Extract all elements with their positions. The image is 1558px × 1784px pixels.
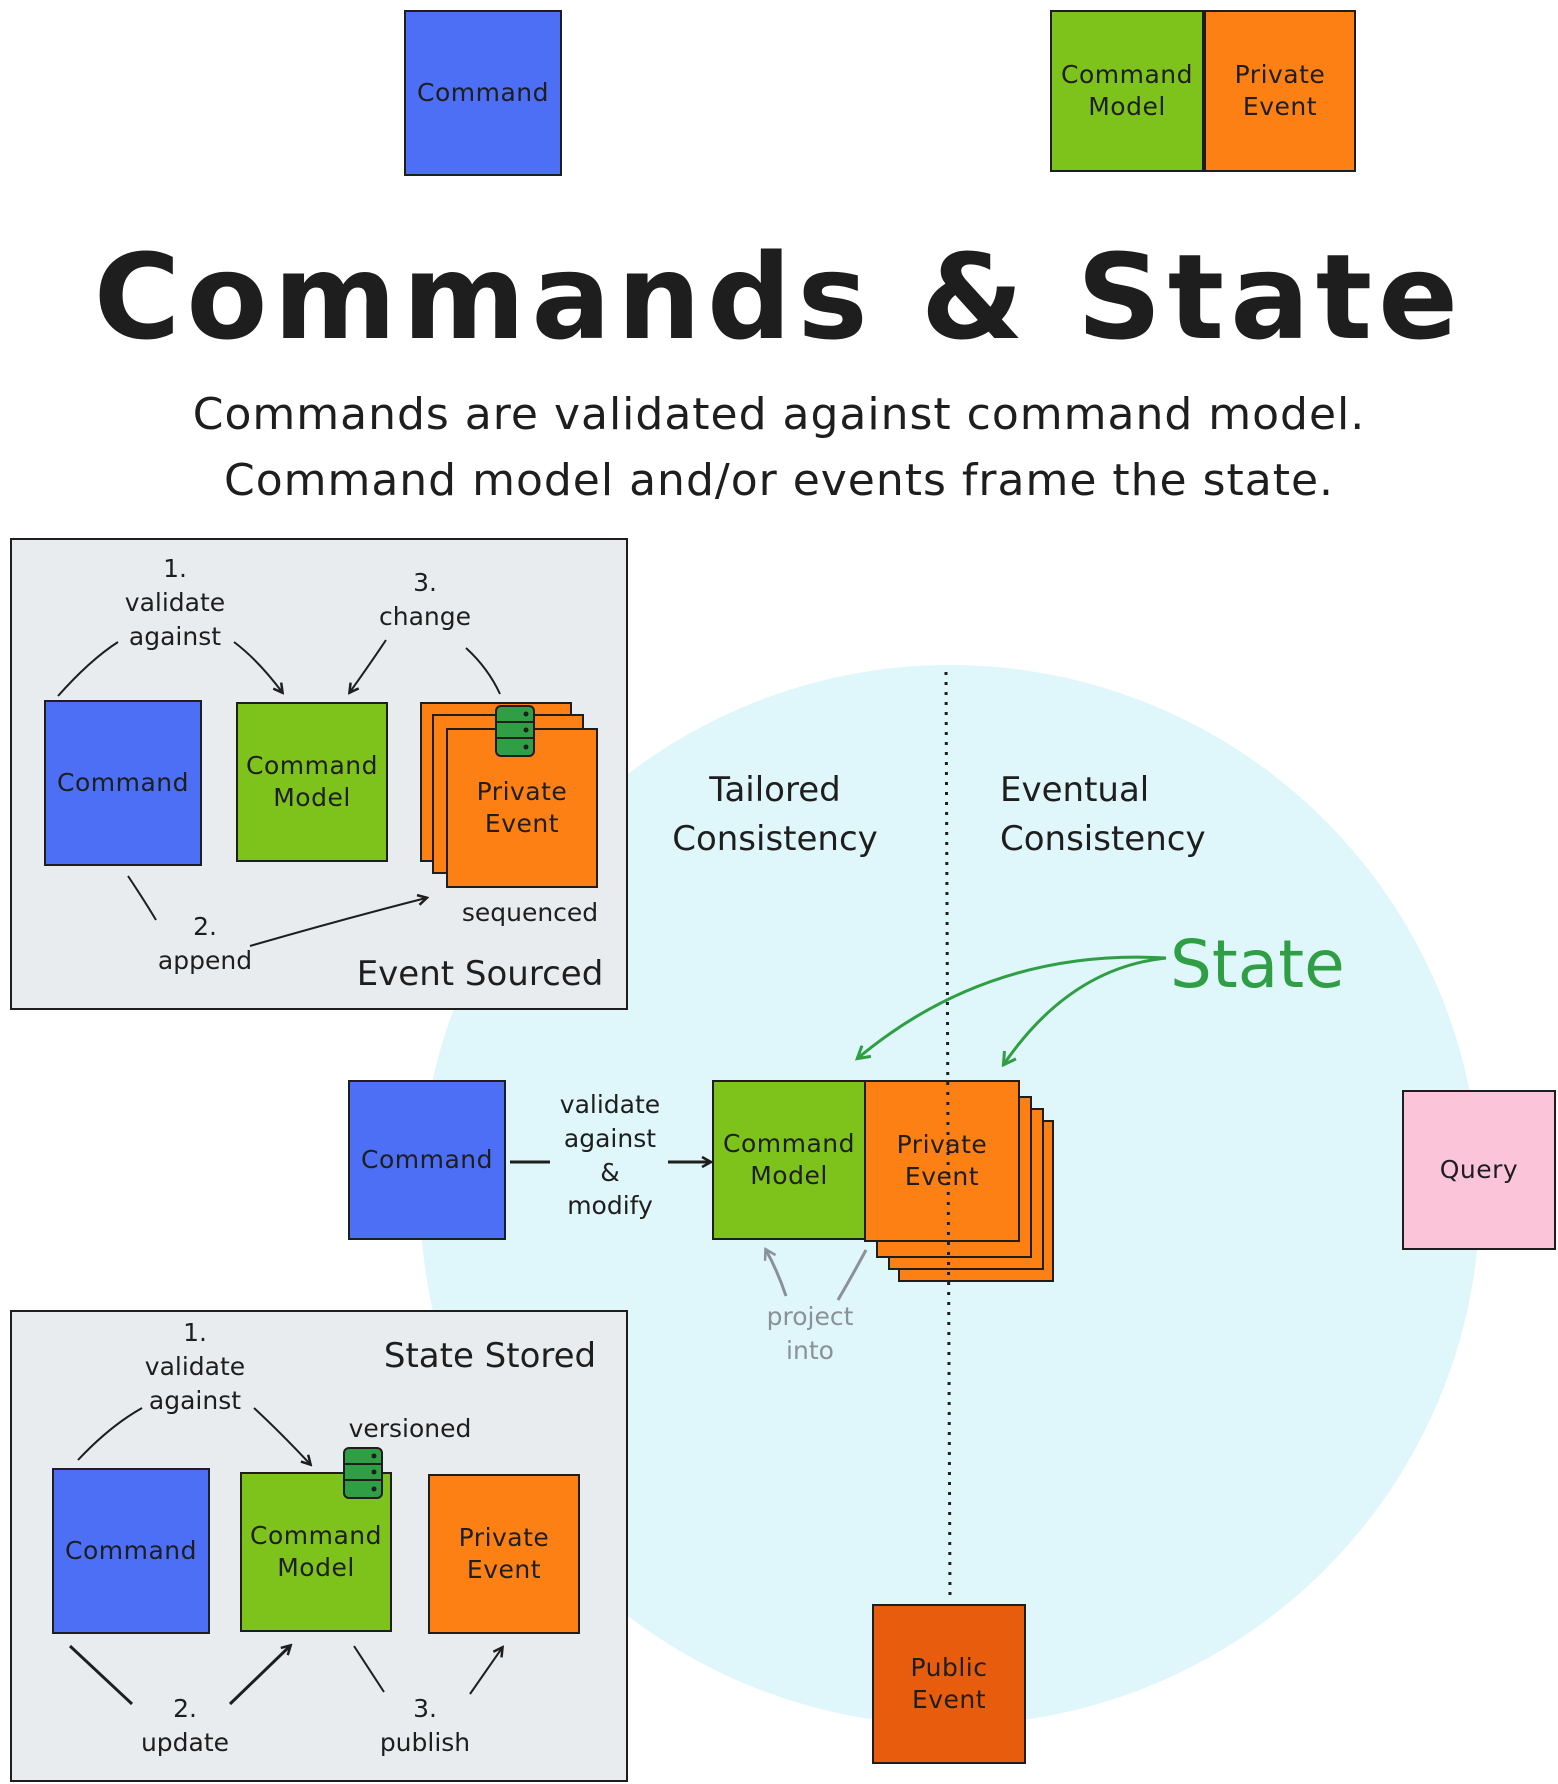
legend-command: Command [404, 10, 562, 176]
es-step2-label: 2. append [157, 912, 253, 975]
es-append-line [127, 875, 157, 921]
consistency-divider [944, 671, 952, 1601]
validate-modify-label: validate against & modify [559, 1090, 661, 1221]
ss-publish-arrow [469, 1648, 502, 1695]
ss-validate-arrow [253, 1407, 310, 1464]
tailored-consistency-label: Tailored Consistency [672, 770, 878, 860]
es-step1-label: 1. validate against [124, 554, 226, 651]
project-into-arrow [766, 1250, 788, 1297]
ss-private-event: Private Event [428, 1474, 580, 1634]
query: Query [1402, 1090, 1556, 1250]
project-into-line [836, 1249, 868, 1301]
es-change-line [465, 647, 501, 695]
center-command-model: Command Model [712, 1080, 866, 1240]
ss-step3-label: 3. publish [379, 1694, 471, 1757]
es-step3-label: 3. change [378, 568, 471, 631]
legend-command-model: Command Model [1050, 10, 1204, 172]
page-title: Commands & State [93, 228, 1465, 366]
public-event: Public Event [872, 1604, 1026, 1764]
center-private-event: Private Event [864, 1080, 1020, 1242]
eventual-consistency-label: Eventual Consistency [1000, 770, 1206, 860]
center-command: Command [348, 1080, 506, 1240]
es-append-arrow [249, 898, 426, 947]
es-validate-arrow [233, 641, 282, 692]
state-label: State [1170, 926, 1345, 1003]
ss-step1-label: 1. validate against [144, 1318, 246, 1415]
page-subtitle: Commands are validated against command m… [192, 389, 1366, 506]
ss-command: Command [52, 1468, 210, 1634]
database-icon [343, 1447, 383, 1499]
legend-private-event: Private Event [1204, 10, 1356, 172]
es-validate-line [57, 641, 119, 697]
ss-versioned-label: versioned [348, 1414, 472, 1443]
es-command: Command [44, 700, 202, 866]
ss-publish-line [353, 1645, 385, 1693]
es-sequenced-label: sequenced [461, 898, 599, 927]
ss-validate-line [77, 1407, 143, 1461]
ss-update-arrow [228, 1646, 290, 1706]
state-arrow-event [1004, 956, 1167, 1064]
state-arrow-model [858, 955, 1167, 1058]
project-into-label: project into [766, 1302, 854, 1365]
database-icon [495, 705, 535, 757]
ss-step2-label: 2. update [140, 1694, 230, 1757]
es-change-arrow [350, 639, 387, 692]
es-command-model: Command Model [236, 702, 388, 862]
ss-heading: State Stored [383, 1336, 597, 1376]
es-heading: Event Sourced [356, 954, 604, 994]
ss-update-line [68, 1644, 134, 1706]
